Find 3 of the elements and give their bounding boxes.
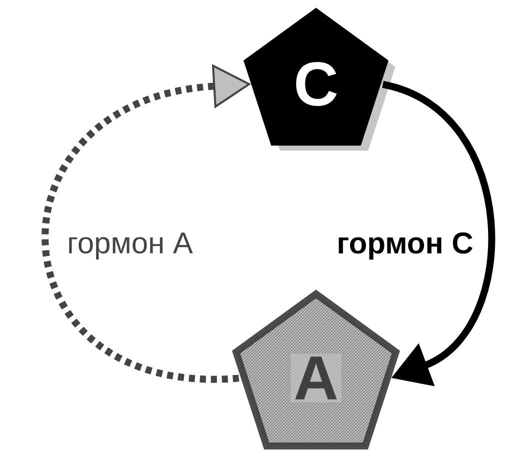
edge-label: гормон С (334, 230, 476, 262)
edge-label: гормон А (65, 230, 195, 262)
arrow (382, 81, 495, 386)
